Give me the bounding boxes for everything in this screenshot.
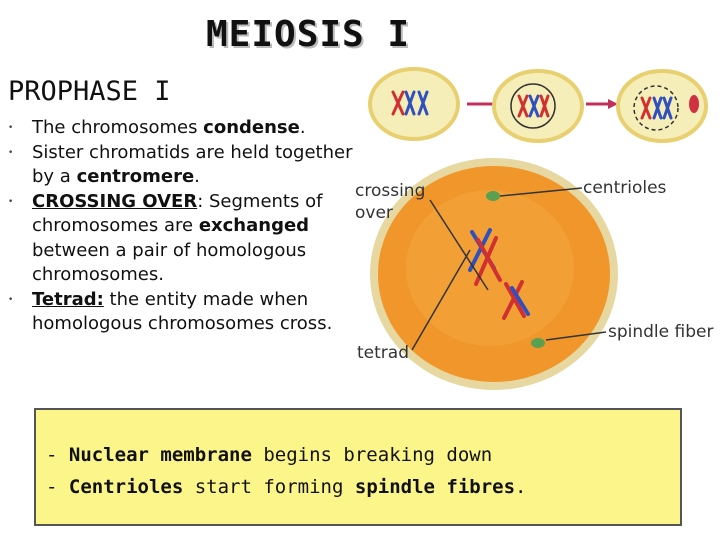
label-tetrad: tetrad: [357, 343, 409, 363]
term-centrioles: Centrioles: [69, 476, 183, 498]
term-nuclear-membrane: Nuclear membrane: [69, 444, 252, 466]
centriole-bottom: [531, 338, 545, 348]
label-centrioles: centrioles: [583, 178, 666, 198]
small-cell-3: [618, 71, 706, 141]
arrow-2: [586, 99, 618, 109]
small-cell-2: [494, 71, 582, 141]
term-spindle-fibres: spindle fibres: [355, 476, 515, 498]
label-crossing-over: crossing over: [355, 180, 425, 224]
note-line-1: - Nuclear membrane begins breaking down: [46, 444, 492, 466]
label-spindle-fiber: spindle fiber: [608, 322, 713, 342]
small-cell-1: [370, 69, 458, 139]
centriole-top: [486, 191, 500, 201]
note-line-2: - Centrioles start forming spindle fibre…: [46, 476, 526, 498]
note-box: - Nuclear membrane begins breaking down …: [34, 408, 682, 526]
